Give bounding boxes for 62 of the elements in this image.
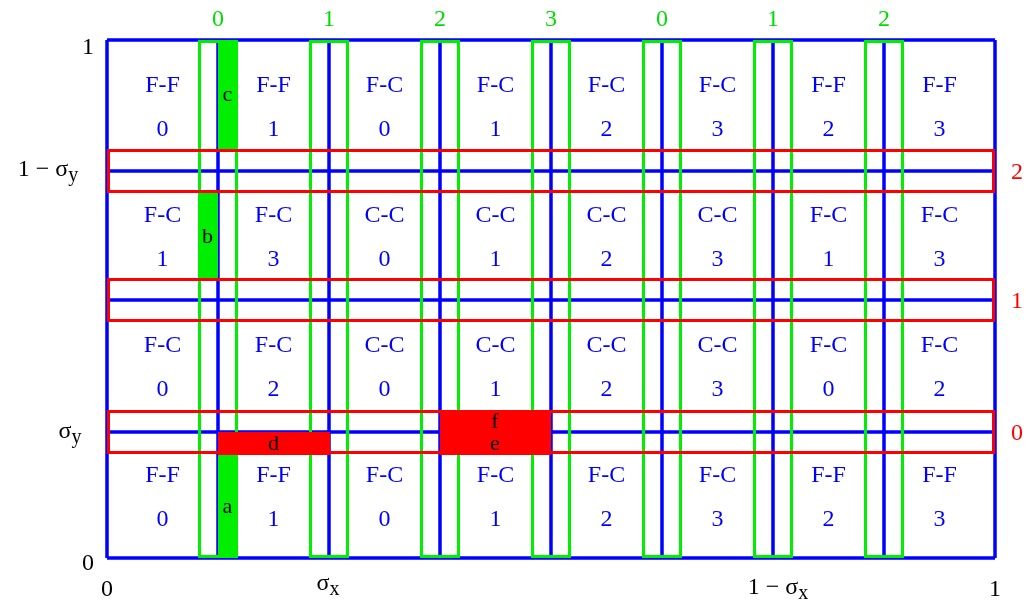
cell-label: F-F 0 bbox=[144, 460, 181, 533]
cell-label: C-C 2 bbox=[585, 330, 628, 403]
strip-number: 2 bbox=[1011, 157, 1023, 185]
highlight-strip bbox=[753, 40, 793, 558]
highlight-strip bbox=[198, 40, 238, 558]
highlight-strip bbox=[107, 278, 995, 322]
axis-label: 1 bbox=[989, 573, 1001, 603]
cell-label: F-F 1 bbox=[255, 70, 292, 143]
highlight-strip bbox=[864, 40, 904, 558]
strip-number: 1 bbox=[1011, 286, 1023, 314]
cell-label: F-F 3 bbox=[921, 70, 958, 143]
cell-label: F-C 3 bbox=[697, 70, 738, 143]
cell-label: F-F 3 bbox=[921, 460, 958, 533]
cell-label: C-C 3 bbox=[696, 330, 739, 403]
cell-label: F-C 1 bbox=[475, 460, 516, 533]
axis-label: 0 bbox=[101, 573, 113, 603]
highlight-strip bbox=[107, 410, 995, 454]
cell-label: F-C 1 bbox=[142, 200, 183, 273]
cell-label: F-F 1 bbox=[255, 460, 292, 533]
cell-label: C-C 1 bbox=[474, 200, 517, 273]
cell-label: C-C 1 bbox=[474, 330, 517, 403]
highlight-strip bbox=[420, 40, 460, 558]
cell-label: F-C 2 bbox=[253, 330, 294, 403]
strip-number: 0 bbox=[1011, 418, 1023, 446]
cell-label: F-F 2 bbox=[810, 70, 847, 143]
axis-label: σ$_{x}$ bbox=[316, 567, 340, 601]
cell-label: F-C 1 bbox=[808, 200, 849, 273]
strip-number: 2 bbox=[878, 4, 890, 32]
cell-label: F-C 2 bbox=[586, 70, 627, 143]
highlight-strip bbox=[309, 40, 349, 558]
filled-region: e bbox=[439, 431, 551, 455]
filled-region: d bbox=[217, 431, 330, 455]
cell-label: F-C 0 bbox=[142, 330, 183, 403]
cell-label: F-F 0 bbox=[144, 70, 181, 143]
strip-number: 1 bbox=[323, 4, 335, 32]
cell-label: F-C 3 bbox=[253, 200, 294, 273]
highlight-strip bbox=[107, 149, 995, 193]
cell-label: C-C 3 bbox=[696, 200, 739, 273]
cell-label: C-C 0 bbox=[363, 330, 406, 403]
cell-label: C-C 0 bbox=[363, 200, 406, 273]
highlight-strip bbox=[642, 40, 682, 558]
strip-number: 3 bbox=[545, 4, 557, 32]
cell-label: F-C 1 bbox=[475, 70, 516, 143]
cell-label: F-C 0 bbox=[364, 460, 405, 533]
cell-label: F-C 2 bbox=[919, 330, 960, 403]
axis-label: 1 bbox=[82, 31, 94, 61]
strip-number: 0 bbox=[656, 4, 668, 32]
axis-label: 1 − σ$_{y}$ bbox=[17, 153, 79, 187]
strip-number: 2 bbox=[434, 4, 446, 32]
axis-label: 0 bbox=[82, 547, 94, 577]
cell-label: F-C 0 bbox=[364, 70, 405, 143]
strip-number: 0 bbox=[212, 4, 224, 32]
highlight-strip bbox=[531, 40, 571, 558]
cell-label: C-C 2 bbox=[585, 200, 628, 273]
cell-label: F-F 2 bbox=[810, 460, 847, 533]
strip-number: 1 bbox=[767, 4, 779, 32]
cell-label: F-C 3 bbox=[697, 460, 738, 533]
cell-label: F-C 3 bbox=[919, 200, 960, 273]
cell-label: F-C 2 bbox=[586, 460, 627, 533]
axis-label: 1 − σ$_{x}$ bbox=[747, 571, 809, 605]
cell-label: F-C 0 bbox=[808, 330, 849, 403]
axis-label: σ$_{y}$ bbox=[58, 415, 82, 449]
